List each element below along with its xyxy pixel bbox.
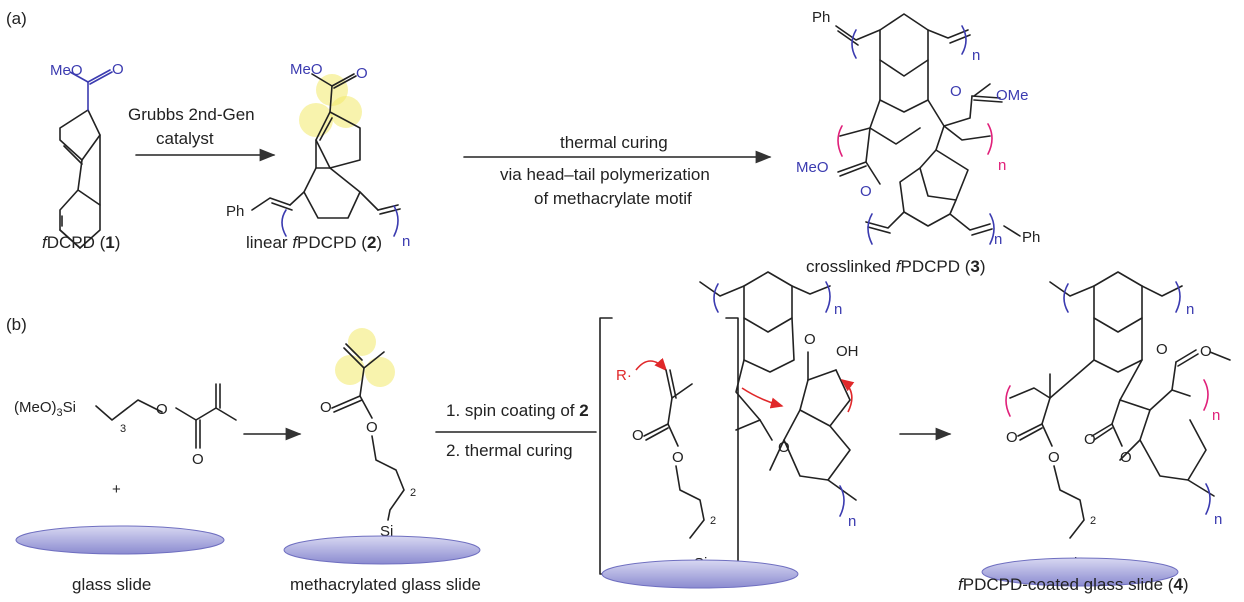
svg-text:n: n [1212, 407, 1220, 424]
curing-text-2: via head–tail polymerization [500, 165, 710, 184]
reagent-text-1: Grubbs 2nd-Gen [128, 105, 255, 124]
crosslinked-polymer-structure: Ph n O OMe n O MeO n [796, 9, 1040, 248]
svg-text:O: O [950, 83, 962, 100]
glass-slide-1 [15, 525, 225, 555]
step-text-2: 2. thermal curing [446, 441, 573, 460]
methacrylated-slide-structure: O O 2 Si [320, 328, 440, 559]
svg-text:2: 2 [710, 515, 716, 527]
monomer-structure: MeO O [50, 61, 124, 249]
svg-text:O: O [320, 399, 332, 416]
svg-text:MeO: MeO [796, 159, 829, 176]
reagent-text-2: catalyst [156, 129, 214, 148]
glass-slide-2 [283, 535, 481, 565]
meo-label: MeO [50, 62, 83, 79]
svg-text:n: n [994, 231, 1002, 248]
svg-text:n: n [834, 301, 842, 318]
ph-label: Ph [226, 203, 244, 220]
ph-top-label: Ph [812, 9, 830, 26]
svg-text:O: O [778, 439, 790, 456]
svg-text:n: n [972, 47, 980, 64]
methacrylated-slide-label: methacrylated glass slide [290, 575, 481, 594]
coated-slide-label: fPDCPD-coated glass slide (4) [958, 575, 1189, 594]
meo-label-2: MeO [290, 61, 323, 78]
monomer-label: fDCPD (1) [42, 233, 120, 252]
crosslinked-polymer-label: crosslinked fPDCPD (3) [806, 257, 986, 276]
svg-text:O: O [1006, 429, 1018, 446]
linear-polymer-structure: MeO O Ph n [226, 61, 410, 250]
silane-structure: (MeO)3Si 3 O O + [14, 383, 237, 498]
svg-text:O: O [860, 183, 872, 200]
svg-text:O: O [1048, 449, 1060, 466]
linear-polymer-label: linear fPDCPD (2) [246, 233, 382, 252]
glass-slide-label: glass slide [72, 575, 151, 594]
svg-text:n: n [1186, 301, 1194, 318]
svg-text:n: n [848, 513, 856, 530]
svg-text:O: O [156, 401, 168, 418]
carbonyl-o-label: O [112, 61, 124, 78]
glass-slide-4 [981, 557, 1179, 587]
n-subscript: n [402, 233, 410, 250]
svg-text:O: O [366, 419, 378, 436]
svg-text:OMe: OMe [996, 87, 1029, 104]
panel-b-label: (b) [6, 315, 27, 334]
svg-text:3: 3 [120, 423, 126, 435]
svg-text:O: O [1120, 449, 1132, 466]
svg-text:O: O [1084, 431, 1096, 448]
plus-sign: + [112, 481, 121, 498]
svg-text:O: O [632, 427, 644, 444]
carbonyl-o-label-2: O [356, 65, 368, 82]
svg-text:O: O [192, 451, 204, 468]
curing-text-1: thermal curing [560, 133, 668, 152]
svg-text:O: O [1200, 343, 1212, 360]
svg-text:2: 2 [410, 487, 416, 499]
silane-formula: (MeO)3Si [14, 399, 76, 419]
svg-text:O: O [804, 331, 816, 348]
coated-slide-structure: n O O 2 Si O O O O n n [1005, 271, 1231, 573]
svg-text:O: O [1156, 341, 1168, 358]
svg-text:2: 2 [1090, 515, 1096, 527]
radical-label: R· [616, 367, 632, 384]
svg-text:O: O [672, 449, 684, 466]
svg-text:OH: OH [836, 343, 859, 360]
svg-text:n: n [998, 157, 1006, 174]
step-text-1: 1. spin coating of 2 [446, 401, 589, 420]
svg-text:Ph: Ph [1022, 229, 1040, 246]
panel-a-label: (a) [6, 9, 27, 28]
intermediate-bracket: R· O O 2 Si n O O OH n [599, 271, 859, 575]
curing-text-3: of methacrylate motif [534, 189, 692, 208]
glass-slide-3 [601, 559, 799, 589]
svg-text:n: n [1214, 511, 1222, 528]
